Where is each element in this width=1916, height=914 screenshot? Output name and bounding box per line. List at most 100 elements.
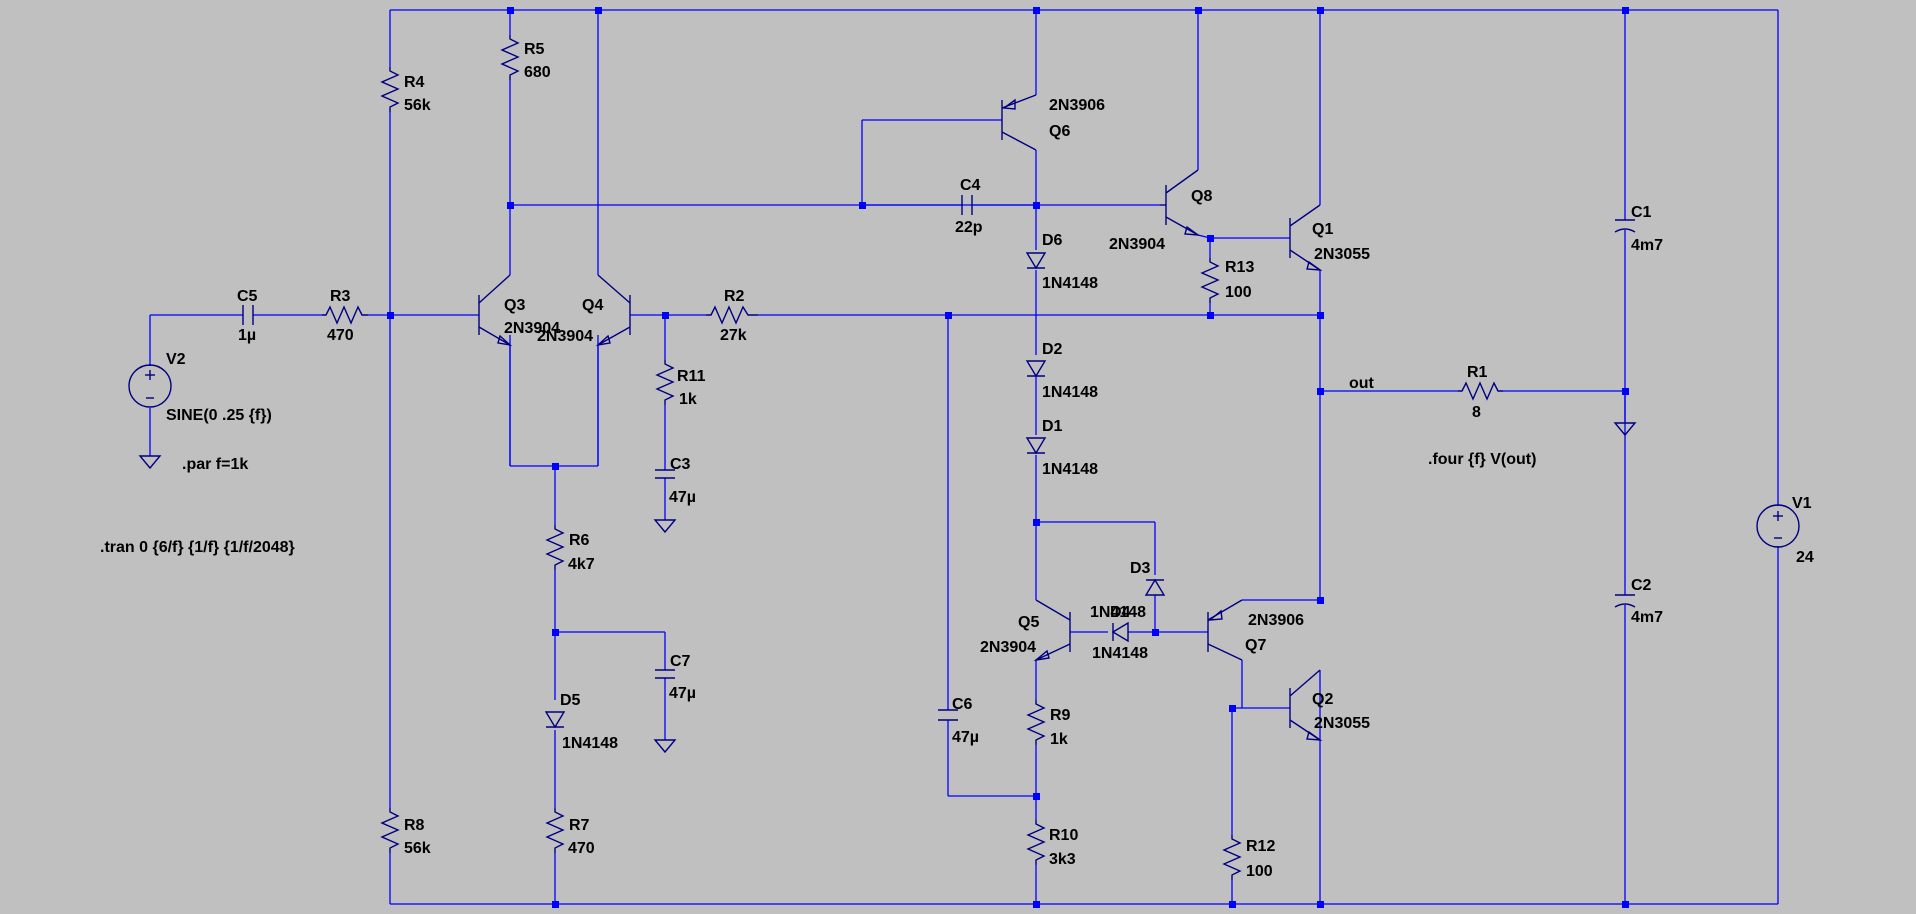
d3-model: 1N4148 <box>1090 604 1146 621</box>
resistor-r6[interactable] <box>545 525 565 570</box>
capacitor-c3[interactable] <box>655 469 675 479</box>
r11-name: R11 <box>677 368 706 385</box>
diode-d4[interactable] <box>1111 621 1129 643</box>
r9-value: 1k <box>1050 731 1068 748</box>
d2-name: D2 <box>1042 341 1063 358</box>
r7-name: R7 <box>569 817 590 834</box>
d1-name: D1 <box>1042 418 1063 435</box>
labels: R4 56k R5 680 R8 56k R3 470 C5 1µ V2 SIN… <box>100 41 1814 880</box>
r13-value: 100 <box>1225 284 1252 301</box>
r2-value: 27k <box>720 327 747 344</box>
capacitor-c5[interactable] <box>242 305 254 325</box>
out-net-label: out <box>1349 375 1375 392</box>
q6-name: Q6 <box>1049 123 1070 140</box>
transistor-q8[interactable] <box>1160 169 1201 236</box>
r1-name: R1 <box>1467 364 1488 381</box>
diode-d3[interactable] <box>1144 578 1166 596</box>
c6-name: C6 <box>952 696 973 713</box>
c3-name: C3 <box>670 456 691 473</box>
diode-d5[interactable] <box>544 711 566 729</box>
directive-param[interactable]: .par f=1k <box>182 456 248 473</box>
c2-value: 4m7 <box>1631 609 1663 626</box>
v2-value: SINE(0 .25 {f}) <box>166 407 272 424</box>
c7-value: 47µ <box>669 685 696 702</box>
diode-d6[interactable] <box>1025 252 1047 270</box>
r12-value: 100 <box>1246 863 1273 880</box>
r1-value: 8 <box>1472 404 1481 421</box>
capacitor-c1[interactable] <box>1614 219 1636 233</box>
r10-value: 3k3 <box>1049 851 1076 868</box>
r3-value: 470 <box>327 327 354 344</box>
directive-tran[interactable]: .tran 0 {6/f} {1/f} {1/f/2048} <box>100 539 295 556</box>
v1-name: V1 <box>1792 495 1812 512</box>
transistor-q5[interactable] <box>1033 599 1071 662</box>
resistor-r11[interactable] <box>655 360 675 405</box>
r5-name: R5 <box>524 41 545 58</box>
resistor-r3[interactable] <box>322 305 368 325</box>
transistor-q7[interactable] <box>1207 599 1243 661</box>
d1-model: 1N4148 <box>1042 461 1098 478</box>
q2-model: 2N3055 <box>1314 715 1370 732</box>
r6-value: 4k7 <box>568 556 595 573</box>
q5-model: 2N3904 <box>980 639 1036 656</box>
q8-model: 2N3904 <box>1109 236 1165 253</box>
c4-value: 22p <box>955 219 983 236</box>
capacitor-c6[interactable] <box>938 709 958 721</box>
resistor-r13[interactable] <box>1200 258 1220 303</box>
resistor-r1[interactable] <box>1458 381 1503 401</box>
c7-name: C7 <box>670 653 691 670</box>
diode-d2[interactable] <box>1025 360 1047 378</box>
r10-name: R10 <box>1049 827 1078 844</box>
directive-four[interactable]: .four {f} V(out) <box>1428 451 1536 468</box>
r11-value: 1k <box>679 391 697 408</box>
transistor-q1[interactable] <box>1289 204 1323 271</box>
capacitor-c7[interactable] <box>655 669 675 679</box>
v2-name: V2 <box>166 351 186 368</box>
resistor-r8[interactable] <box>380 808 400 853</box>
v1-value: 24 <box>1796 549 1814 566</box>
capacitor-c2[interactable] <box>1614 594 1636 608</box>
ground-icon <box>653 519 677 534</box>
voltage-source-v1[interactable] <box>1756 504 1800 548</box>
d6-model: 1N4148 <box>1042 275 1098 292</box>
d3-name: D3 <box>1130 560 1151 577</box>
transistor-q6[interactable] <box>1001 94 1037 151</box>
r3-name: R3 <box>330 288 351 305</box>
voltage-source-v2[interactable] <box>128 364 172 408</box>
resistor-r4[interactable] <box>380 67 400 112</box>
q3-model: 2N3904 <box>504 320 560 337</box>
transistor-q3[interactable] <box>478 274 513 347</box>
r6-name: R6 <box>569 532 590 549</box>
q5-name: Q5 <box>1018 614 1039 631</box>
r8-name: R8 <box>404 817 425 834</box>
q7-name: Q7 <box>1245 637 1266 654</box>
diode-d1[interactable] <box>1025 437 1047 455</box>
c3-value: 47µ <box>669 489 696 506</box>
transistor-q2[interactable] <box>1289 669 1323 741</box>
resistor-r10[interactable] <box>1026 820 1046 865</box>
resistor-r9[interactable] <box>1026 700 1046 745</box>
c2-name: C2 <box>1631 577 1652 594</box>
d5-name: D5 <box>560 692 581 709</box>
d6-name: D6 <box>1042 232 1063 249</box>
r7-value: 470 <box>568 840 595 857</box>
d4-name: D4 <box>1110 604 1131 621</box>
c5-value: 1µ <box>238 327 256 344</box>
r2-name: R2 <box>724 288 745 305</box>
r13-name: R13 <box>1225 259 1254 276</box>
resistor-r2[interactable] <box>706 305 758 325</box>
q3-name: Q3 <box>504 297 525 314</box>
c5-name: C5 <box>237 288 258 305</box>
ground-icon <box>653 739 677 754</box>
resistor-r7[interactable] <box>545 808 565 853</box>
r8-value: 56k <box>404 840 431 857</box>
q1-model: 2N3055 <box>1314 246 1370 263</box>
q4-name: Q4 <box>582 297 603 314</box>
c6-value: 47µ <box>952 729 979 746</box>
d4-model: 1N4148 <box>1092 645 1148 662</box>
resistor-r5[interactable] <box>500 35 520 80</box>
capacitor-c4[interactable] <box>961 195 973 215</box>
resistor-r12[interactable] <box>1222 835 1242 880</box>
